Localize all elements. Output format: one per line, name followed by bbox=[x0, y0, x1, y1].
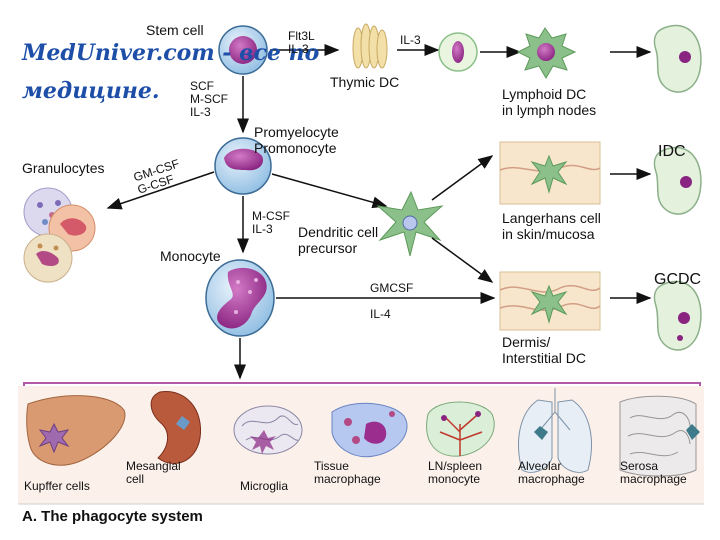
label-stem-cell: Stem cell bbox=[146, 22, 204, 38]
arrow-to-granulocytes bbox=[106, 171, 215, 210]
lymphoid-precursor-icon bbox=[438, 32, 478, 72]
label-serosa: Serosa macrophage bbox=[620, 459, 687, 486]
granulocytes-icon bbox=[23, 187, 96, 283]
watermark-line1: MedUniver.com - все по bbox=[22, 40, 320, 66]
label-langerhans: Langerhans cell in skin/mucosa bbox=[502, 210, 601, 242]
stem-cell-icon bbox=[218, 25, 268, 75]
label-ln-spleen: LN/spleen monocyte bbox=[428, 459, 483, 486]
label-lymphoid-dc: Lymphoid DC in lymph nodes bbox=[502, 86, 597, 118]
label-granulocytes: Granulocytes bbox=[22, 160, 105, 176]
lymph-node-icon bbox=[426, 401, 495, 457]
label-promyelocyte: Promyelocyte Promonocyte bbox=[254, 124, 339, 156]
monocyte-icon bbox=[205, 259, 275, 337]
label-monocyte: Monocyte bbox=[160, 248, 221, 264]
arrow-to-dermis bbox=[431, 237, 494, 283]
tissue-macrophage-icon bbox=[331, 402, 408, 458]
lymphoid-dc-icon bbox=[516, 27, 577, 79]
label-dendritic-precursor: Dendritic cell precursor bbox=[298, 224, 379, 256]
figure-caption: A. The phagocyte system bbox=[22, 508, 203, 525]
label-alveolar: Alveolar macrophage bbox=[518, 459, 585, 486]
gcdc-cell-icon bbox=[653, 280, 702, 351]
label-il3: IL-3 bbox=[400, 33, 421, 47]
langerhans-skin-icon bbox=[499, 141, 601, 205]
label-idc: IDC bbox=[658, 143, 686, 160]
label-scf-mscf-il3: SCF M-SCF IL-3 bbox=[190, 79, 228, 119]
brain-icon bbox=[233, 405, 303, 455]
liver-icon bbox=[26, 395, 126, 466]
mature-dc-icon bbox=[653, 24, 702, 93]
idc-cell-icon bbox=[653, 146, 702, 215]
label-microglia: Microglia bbox=[240, 479, 289, 493]
kidney-icon bbox=[150, 391, 202, 464]
dermis-panel-icon bbox=[499, 271, 601, 331]
label-dermis-dc: Dermis/ Interstitial DC bbox=[502, 334, 587, 366]
label-tissue-macrophage: Tissue macrophage bbox=[314, 459, 381, 486]
arrow-to-dc-precursor bbox=[271, 173, 388, 209]
label-kupffer: Kupffer cells bbox=[24, 479, 90, 493]
label-mcsf-il3: M-CSF IL-3 bbox=[252, 209, 290, 236]
label-mesangial: Mesangial cell bbox=[126, 459, 181, 486]
dendritic-precursor-icon bbox=[376, 190, 444, 257]
lungs-icon bbox=[518, 388, 592, 473]
thymic-dc-icon bbox=[352, 23, 388, 69]
label-gcdc: GCDC bbox=[654, 271, 702, 288]
label-flt3l-il3: Flt3L IL-3 bbox=[288, 29, 315, 56]
promyelocyte-icon bbox=[214, 137, 272, 195]
arrow-to-langerhans bbox=[431, 155, 494, 201]
label-gmcsf-il4: GMCSF IL-4 bbox=[370, 281, 414, 321]
label-thymic-dc: Thymic DC bbox=[330, 74, 400, 90]
intestines-icon bbox=[619, 395, 700, 477]
watermark-line2: медицине. bbox=[22, 78, 160, 104]
